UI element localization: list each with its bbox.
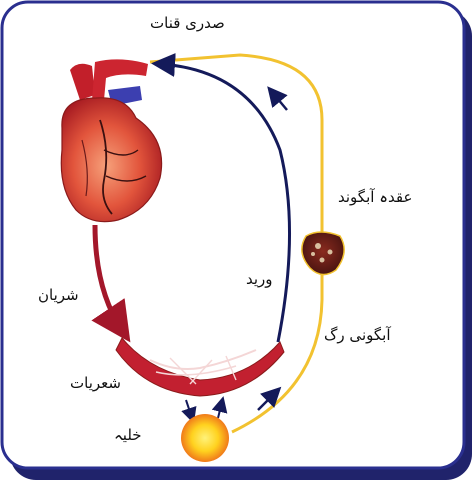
- label-cell: خلیہ: [114, 426, 142, 444]
- label-artery: شریان: [38, 286, 79, 304]
- label-capillaries: شعریات: [70, 374, 121, 392]
- cell-illustration: [181, 414, 229, 462]
- label-lymph-node: عقدہ آبگوند: [338, 188, 412, 206]
- label-thoracic-duct: صدری قنات: [150, 14, 225, 32]
- label-vein: ورید: [246, 270, 273, 288]
- label-lymph-vessel: آبگونی رگ: [324, 326, 391, 344]
